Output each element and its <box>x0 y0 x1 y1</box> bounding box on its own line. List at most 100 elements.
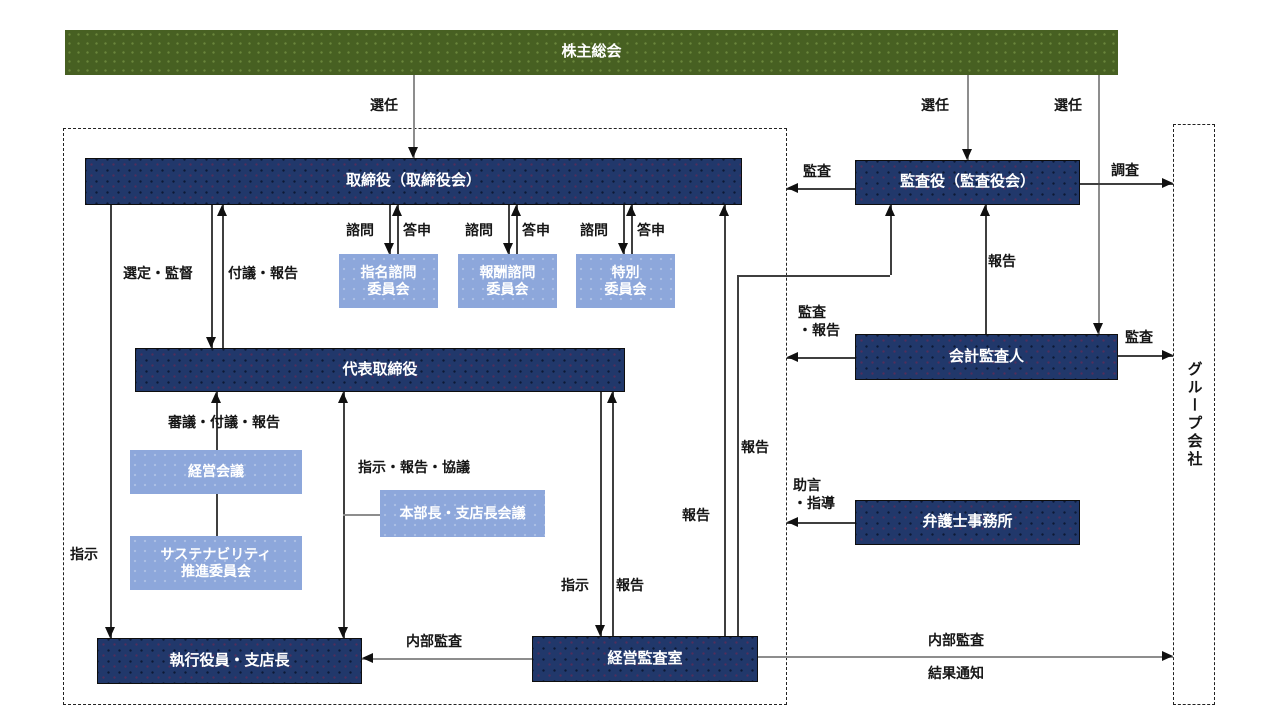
box-special-committee: 特別 委員会 <box>576 254 675 308</box>
arrowhead-report-board <box>719 205 729 216</box>
label-internal-audit-group: 内部監査 <box>928 632 984 648</box>
label-report-accounting: 報告 <box>988 253 1016 269</box>
box-compensation-committee: 報酬諮問 委員会 <box>458 254 557 308</box>
arrowhead-reply-special <box>626 205 636 216</box>
label-internal-audit-executives: 内部監査 <box>406 633 462 649</box>
arrowhead-audit-report-left <box>787 352 798 362</box>
line-instruction-audit-office <box>600 392 602 636</box>
arrowhead-internal-audit-executives <box>362 653 373 663</box>
line-report-representative <box>612 392 614 636</box>
group-companies-frame: グループ会社 <box>1173 124 1215 705</box>
line-internal-audit-group <box>758 656 1173 658</box>
label-report-audit-board: 報告 <box>741 439 769 455</box>
arrowhead-appointment-supervision <box>206 337 216 348</box>
box-shareholders: 株主総会 <box>65 30 1118 75</box>
box-representative-director: 代表取締役 <box>135 348 625 392</box>
line-report-accounting-to-audit-board <box>985 205 987 334</box>
box-board-of-directors: 取締役（取締役会） <box>85 158 742 205</box>
label-instruction-audit-office: 指示 <box>561 577 589 593</box>
line-internal-audit-executives <box>362 658 532 660</box>
arrowhead-irc-up <box>338 392 348 403</box>
line-advice-guidance <box>787 522 855 524</box>
line-report-audit-board-v1 <box>737 275 739 636</box>
label-consultation-3: 諮問 <box>580 222 608 238</box>
box-accounting-auditor: 会計監査人 <box>855 334 1118 380</box>
arrowhead-election-accounting-auditor <box>1093 323 1103 334</box>
label-advice-guidance: 助言 ・指導 <box>793 477 835 512</box>
arrowhead-internal-audit-group <box>1162 651 1173 661</box>
label-report-representative: 報告 <box>616 577 644 593</box>
arrowhead-instruction-executives <box>105 627 115 638</box>
arrowhead-irc-down <box>338 627 348 638</box>
arrowhead-investigation <box>1162 178 1173 188</box>
line-report-board <box>724 205 726 636</box>
label-audit-report: 監査 ・報告 <box>798 304 840 339</box>
line-reply-nomination <box>397 205 399 254</box>
label-audit-left: 監査 <box>803 163 831 179</box>
line-referral-report <box>222 205 224 348</box>
line-consultation-compensation <box>508 205 510 254</box>
arrowhead-reply-compensation <box>511 205 521 216</box>
label-reply-1: 答申 <box>403 222 431 238</box>
company-dashed-frame <box>63 128 787 705</box>
arrowhead-instruction-audit-office <box>595 625 605 636</box>
line-meeting-sustainability <box>216 494 218 536</box>
arrowhead-report-audit-board <box>885 205 895 216</box>
label-audit-group: 監査 <box>1125 329 1153 345</box>
arrowhead-election-board <box>408 147 418 158</box>
line-audit-group <box>1118 355 1173 357</box>
group-companies-label: グループ会社 <box>1185 360 1203 469</box>
box-management-meeting: 経営会議 <box>130 450 302 494</box>
label-instruction-left: 指示 <box>70 546 98 562</box>
line-reply-special <box>631 205 633 254</box>
arrowhead-audit-left <box>787 183 798 193</box>
arrowhead-consultation-compensation <box>503 243 513 254</box>
box-executive-officers: 執行役員・支店長 <box>97 638 362 684</box>
box-audit-board: 監査役（監査役会） <box>855 160 1080 205</box>
box-sustainability-committee: サステナビリティ 推進委員会 <box>130 536 302 590</box>
label-consultation-1: 諮問 <box>346 222 374 238</box>
label-consultation-2: 諮問 <box>465 222 493 238</box>
arrowhead-referral-report <box>217 205 227 216</box>
line-election-accounting-auditor <box>1098 75 1100 334</box>
label-reply-3: 答申 <box>637 222 665 238</box>
arrowhead-audit-group <box>1162 350 1173 360</box>
line-investigation <box>1080 183 1173 185</box>
label-reply-2: 答申 <box>522 222 550 238</box>
line-appointment-supervision <box>211 205 213 348</box>
line-hq-branch-connector <box>343 514 380 516</box>
label-investigation: 調査 <box>1111 162 1139 178</box>
label-election-2: 選任 <box>921 97 949 113</box>
arrowhead-advice-guidance <box>787 517 798 527</box>
line-election-board <box>413 75 415 158</box>
box-management-audit-office: 経営監査室 <box>532 636 758 682</box>
box-law-office: 弁護士事務所 <box>855 500 1080 545</box>
box-nomination-committee: 指名諮問 委員会 <box>339 254 438 308</box>
line-consultation-nomination <box>389 205 391 254</box>
line-audit-report-left <box>787 357 855 359</box>
arrowhead-deliberation-referral-report <box>211 392 221 403</box>
box-hq-branch-meeting: 本部長・支店長会議 <box>380 490 545 537</box>
label-election-3: 選任 <box>1054 97 1082 113</box>
arrowhead-election-audit-board <box>962 149 972 160</box>
arrowhead-consultation-nomination <box>384 243 394 254</box>
line-report-audit-board-v2 <box>890 205 892 275</box>
line-instruction-executives <box>110 205 112 638</box>
line-reply-compensation <box>516 205 518 254</box>
label-election-1: 選任 <box>370 97 398 113</box>
line-deliberation-referral-report <box>216 392 218 450</box>
arrowhead-report-representative <box>607 392 617 403</box>
label-result-notice: 結果通知 <box>928 665 984 681</box>
label-referral-report: 付議・報告 <box>228 265 298 281</box>
line-audit-left <box>787 188 855 190</box>
line-election-audit-board <box>967 75 969 160</box>
label-report-board: 報告 <box>682 507 710 523</box>
line-report-audit-board-h <box>737 275 890 277</box>
label-appointment-supervision: 選定・監督 <box>123 265 193 281</box>
label-instruction-report-consultation: 指示・報告・協議 <box>358 459 470 475</box>
arrowhead-reply-nomination <box>392 205 402 216</box>
arrowhead-consultation-special <box>618 243 628 254</box>
line-consultation-special <box>623 205 625 254</box>
arrowhead-report-accounting <box>980 205 990 216</box>
